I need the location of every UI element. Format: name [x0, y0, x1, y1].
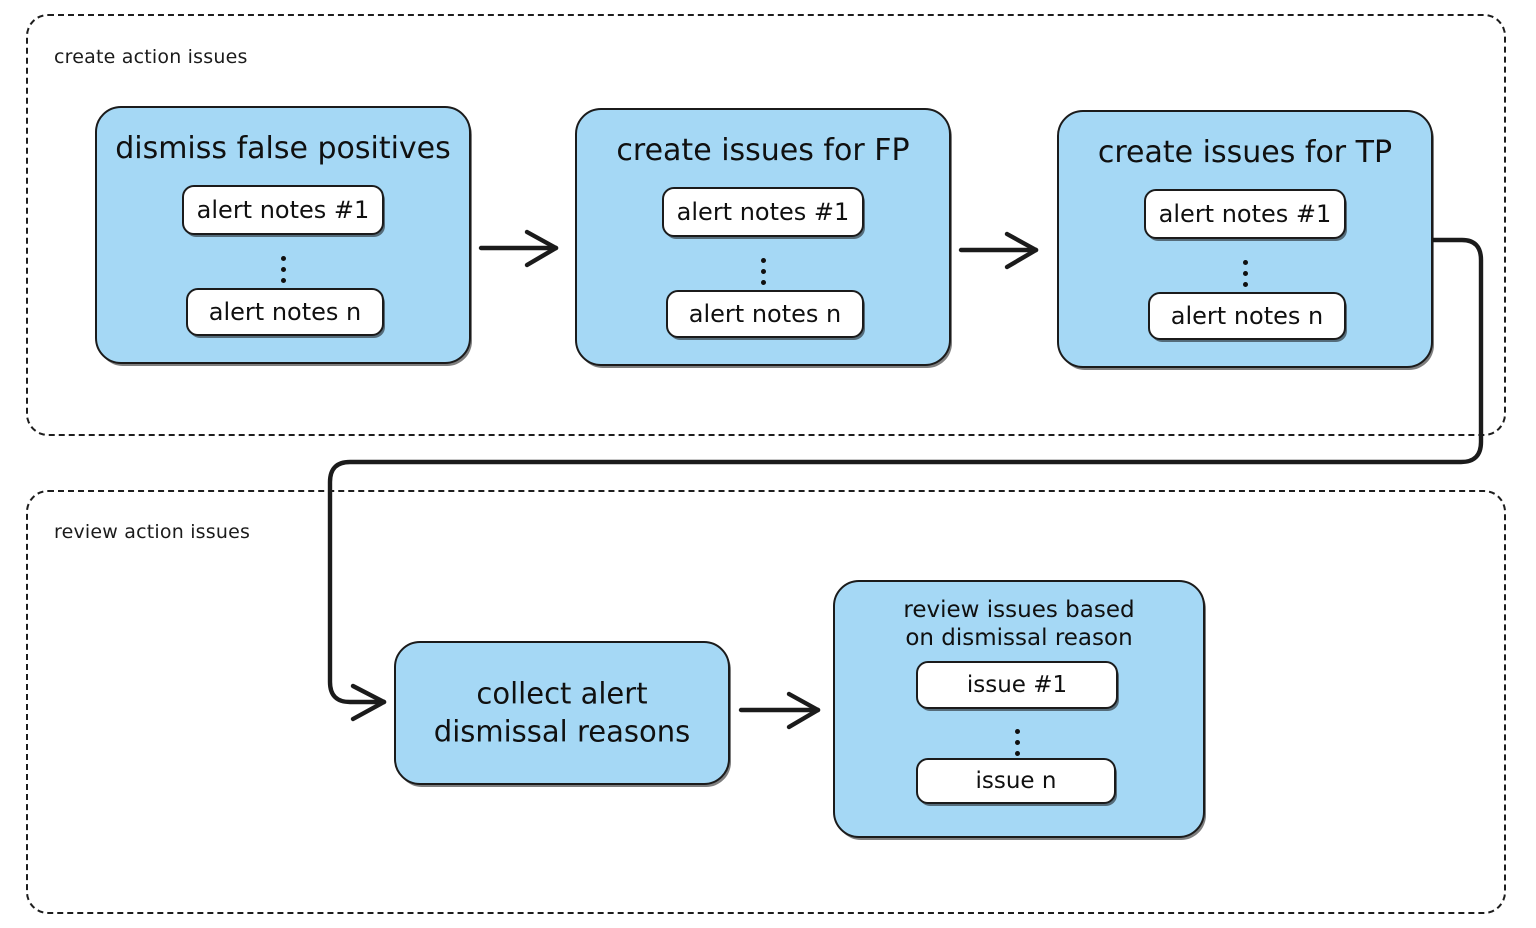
chip-alert-notes-n-issues-tp[interactable]: alert notes n [1148, 292, 1346, 340]
node-title-create-issues-for-tp: create issues for TP [1097, 135, 1393, 170]
node-title-dismiss-false-positives: dismiss false positives [115, 131, 451, 166]
ellipsis-review-issues [1009, 723, 1025, 756]
chip-alert-notes-n-dismiss-fp[interactable]: alert notes n [186, 288, 384, 336]
ellipsis-dismiss-fp [275, 250, 291, 283]
ellipsis-issues-fp [755, 252, 771, 285]
chip-alert-notes-1-issues-fp[interactable]: alert notes #1 [662, 187, 864, 237]
chip-issue-n-review-issues[interactable]: issue n [916, 758, 1116, 804]
node-title-review-issues: review issues based on dismissal reason [835, 596, 1203, 652]
node-title-line-1: review issues based [903, 597, 1135, 623]
node-title-collect-alert-dismissal-reasons: collect alert dismissal reasons [396, 675, 728, 750]
node-title-create-issues-for-fp: create issues for FP [616, 133, 910, 168]
node-title-line-1: collect alert [476, 676, 648, 711]
group-label-review-action-issues: review action issues [54, 521, 251, 543]
chip-alert-notes-1-issues-tp[interactable]: alert notes #1 [1144, 189, 1346, 239]
group-frame-review-action-issues [26, 490, 1506, 914]
group-frame-create-action-issues [26, 14, 1506, 436]
node-title-line-2: dismissal reasons [433, 714, 691, 748]
node-collect-alert-dismissal-reasons[interactable]: collect alert dismissal reasons [394, 641, 730, 785]
chip-issue-1-review-issues[interactable]: issue #1 [916, 661, 1118, 709]
node-create-issues-for-fp[interactable]: create issues for FP [575, 108, 951, 366]
chip-alert-notes-1-dismiss-fp[interactable]: alert notes #1 [182, 185, 384, 235]
ellipsis-issues-tp [1237, 254, 1253, 287]
node-title-line-2: on dismissal reason [905, 625, 1133, 652]
chip-alert-notes-n-issues-fp[interactable]: alert notes n [666, 290, 864, 338]
group-label-create-action-issues: create action issues [54, 46, 248, 68]
